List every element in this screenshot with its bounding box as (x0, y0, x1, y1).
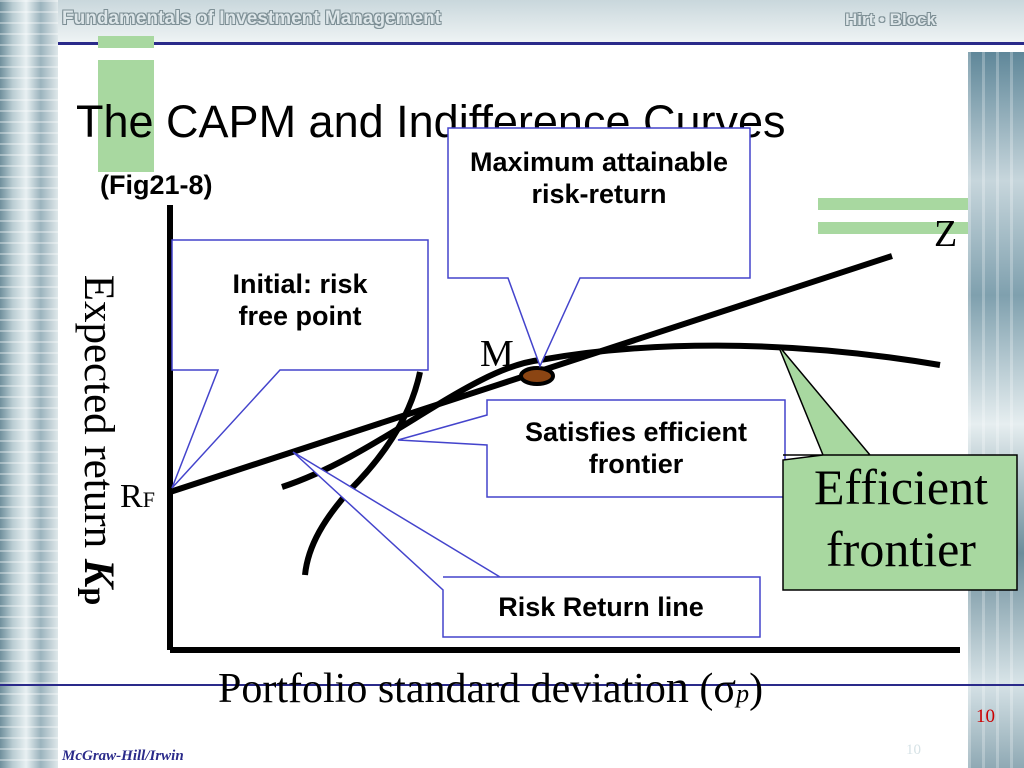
market-point-label: M (480, 333, 514, 375)
x-axis-label-symbol: σ (713, 666, 737, 712)
page-number: 10 (976, 706, 995, 727)
x-axis-label-sub: p (736, 679, 750, 708)
x-axis-label-open: ( (688, 666, 714, 712)
risk-free-label: RF (120, 478, 155, 516)
y-axis-label-text: Expected return (75, 274, 122, 559)
callout-maximum (447, 127, 751, 368)
risk-free-label-main: R (120, 478, 143, 515)
green-accent-vertical (98, 60, 154, 172)
efficient-frontier-curve (281, 342, 941, 490)
y-axis-label-sub: p (78, 587, 114, 606)
left-decorative-strip (0, 0, 58, 768)
footer-rule (0, 684, 1024, 686)
callout-efficient-frontier (777, 344, 1018, 591)
x-axis-label-big: n (665, 661, 689, 712)
callout-maximum-text: Maximum attainable risk-return (469, 147, 729, 209)
header-rule (58, 42, 1024, 45)
right-decorative-strip (968, 52, 1024, 768)
authors: Hirt • Block (845, 10, 936, 29)
callout-risk-return-line (292, 451, 761, 638)
x-axis-label-text: Portfolio standard deviatio (218, 666, 666, 712)
green-accent-right-1 (818, 198, 968, 210)
callout-satisfies-text: Satisfies efficient frontier (524, 417, 748, 479)
market-point-marker (519, 366, 555, 386)
book-title: Fundamentals of Investment Management (62, 8, 442, 29)
callout-risk-free-text: Initial: risk free point (232, 269, 368, 331)
figure-reference: (Fig21-8) (100, 170, 213, 200)
green-accent-right-2 (818, 222, 968, 234)
callout-satisfies (397, 399, 786, 498)
y-axis-label-symbol: K (75, 558, 122, 588)
publisher: McGraw-Hill/Irwin (62, 748, 184, 764)
page-number-faint: 10 (906, 742, 921, 758)
x-axis-label: Portfolio standard deviation (σp) (218, 660, 763, 713)
risk-free-label-sub: F (142, 487, 155, 512)
green-accent-top (98, 36, 154, 48)
x-axis-label-close: ) (749, 666, 764, 712)
z-point-label: Z (934, 213, 958, 255)
callout-efficient-frontier-text: Efficient frontier (814, 459, 988, 577)
callout-risk-free (171, 239, 429, 489)
y-axis-label: Expected return Kp (75, 220, 123, 660)
callout-risk-return-text: Risk Return line (498, 592, 704, 622)
header-background (58, 0, 1024, 42)
